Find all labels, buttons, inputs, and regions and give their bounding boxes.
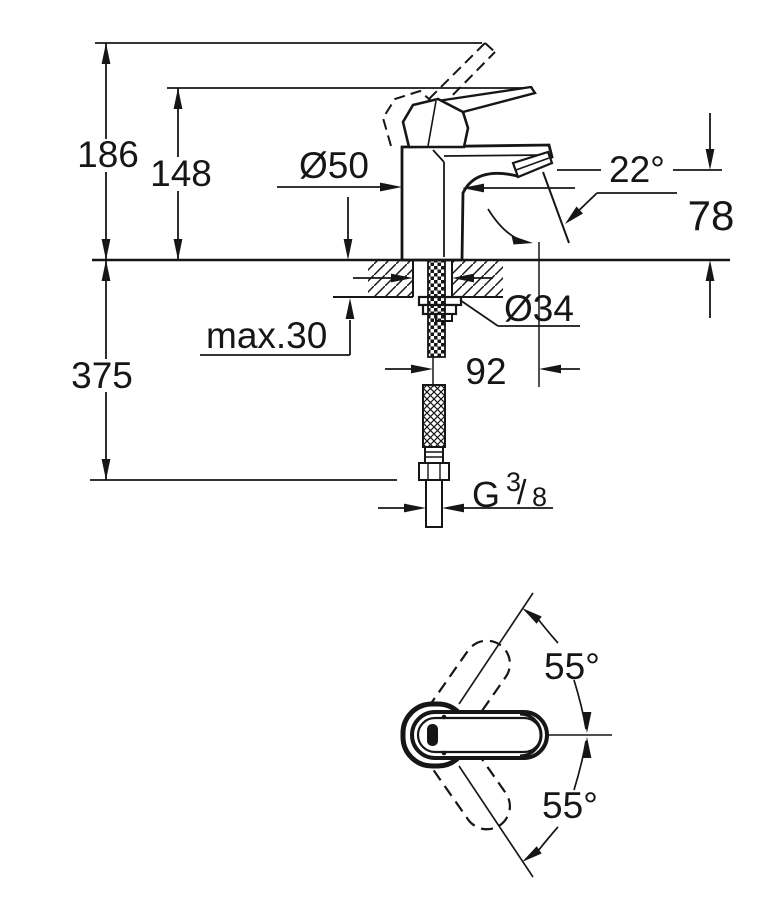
swivel-reference-lines [458, 592, 612, 878]
label-thread-denominator: 8 [532, 482, 547, 512]
label-outlet-height: 78 [688, 192, 735, 239]
threaded-rod [427, 259, 446, 358]
label-spout-angle: 22° [609, 149, 665, 190]
hose-ferrule [424, 446, 444, 464]
connector-tube [425, 479, 443, 528]
label-body-diameter: Ø50 [299, 145, 369, 186]
label-thread-numerator: 3 [506, 467, 521, 497]
braided-hose [422, 384, 446, 448]
label-supply-depth: 375 [71, 355, 133, 396]
mounting-hardware [417, 259, 463, 358]
dimension-thread: G 3 / 8 [378, 467, 553, 515]
dimension-handle-height: 148 [150, 88, 212, 260]
label-thread-letter: G [472, 474, 500, 515]
dimension-total-height: 186 [77, 43, 139, 260]
dimension-deck-thickness: max.30 [200, 197, 355, 356]
handle-top-view [400, 701, 549, 769]
handle-blade-top [410, 710, 549, 760]
faucet-body [400, 143, 554, 262]
dimension-swivel-upper: 55° [522, 608, 600, 733]
dimension-supply-depth: 375 [71, 260, 133, 480]
label-total-height: 186 [77, 134, 139, 175]
dimension-spout-reach: 92 [385, 242, 580, 392]
handle-boss [401, 97, 470, 149]
handle-indicator-slot [427, 724, 438, 746]
label-thread-slash: / [517, 474, 527, 512]
label-swivel-lower: 55° [542, 785, 598, 826]
flex-hose [418, 384, 450, 528]
label-spout-reach: 92 [465, 351, 506, 392]
dimension-outlet-height: 78 [688, 113, 735, 318]
top-view: 55° 55° [400, 592, 612, 878]
side-view: 186 148 375 Ø50 [71, 42, 735, 528]
dimension-spout-angle: 22° [487, 149, 677, 245]
label-swivel-upper: 55° [544, 646, 600, 687]
dimension-body-diameter: Ø50 [277, 145, 575, 193]
body-silhouette [400, 143, 554, 262]
label-deck-thickness: max.30 [206, 315, 327, 356]
handle-side-view [401, 85, 537, 149]
connector-nut [418, 462, 450, 481]
label-handle-height: 148 [150, 153, 212, 194]
dimension-swivel-lower: 55° [522, 737, 598, 862]
